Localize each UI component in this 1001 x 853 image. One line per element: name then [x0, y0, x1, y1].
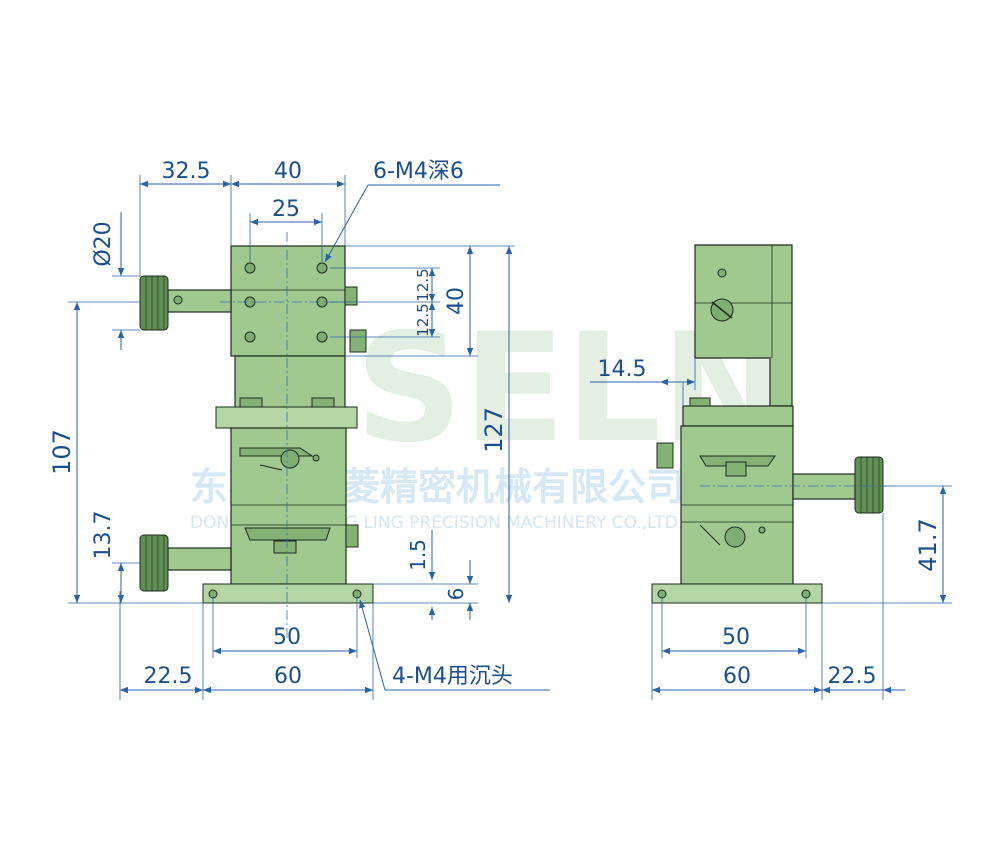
dim-center-height: 107	[48, 429, 76, 475]
front-upper-knob	[139, 275, 232, 331]
dim-top-width: 40	[274, 159, 302, 184]
dim-side-knob-offset: 22.5	[828, 664, 877, 689]
dim-base-width: 60	[274, 664, 302, 689]
side-dimensions: 14.5 41.7 50 60 22.5	[590, 357, 952, 700]
front-flange	[215, 406, 358, 429]
front-base	[202, 583, 374, 604]
dim-side-base-width: 60	[723, 664, 751, 689]
dim-knob-height: 13.7	[91, 511, 116, 560]
front-lock-screw-upper	[280, 449, 300, 469]
dim-side-top-offset: 14.5	[598, 357, 647, 382]
dim-base-hole-spacing: 50	[273, 625, 301, 650]
dim-gap: 1.5	[406, 539, 430, 571]
front-lower-knob	[139, 534, 232, 592]
dim-total-height: 127	[480, 407, 508, 453]
dim-knob-dia: Ø20	[91, 221, 116, 266]
front-top-holes	[244, 262, 328, 343]
side-knob	[792, 456, 884, 514]
dim-side-base-hole-spacing: 50	[722, 625, 750, 650]
dim-top-left-offset: 32.5	[162, 159, 211, 184]
side-middle-band	[682, 405, 794, 427]
side-base	[651, 583, 823, 604]
dim-hole-pitch-b: 12.5	[414, 303, 432, 336]
note-counterbore: 4-M4用沉头	[392, 664, 513, 689]
note-thread: 6-M4深6	[373, 159, 464, 184]
dim-hole-spacing: 25	[272, 197, 300, 222]
dim-base-thickness: 6	[444, 588, 468, 601]
front-view-part	[139, 232, 374, 640]
dim-hole-span: 40	[444, 287, 469, 315]
front-lock-screw-lower	[273, 540, 297, 554]
dim-knob-offset: 22.5	[144, 664, 193, 689]
side-view-part	[651, 244, 895, 604]
dim-hole-pitch-a: 12.5	[414, 268, 432, 301]
front-dimensions: 32.5 40 25 6-M4深6 Ø20 107 13.7 12.5	[48, 159, 550, 700]
side-lock-lever	[656, 442, 674, 469]
dim-side-knob-height: 41.7	[914, 518, 942, 571]
